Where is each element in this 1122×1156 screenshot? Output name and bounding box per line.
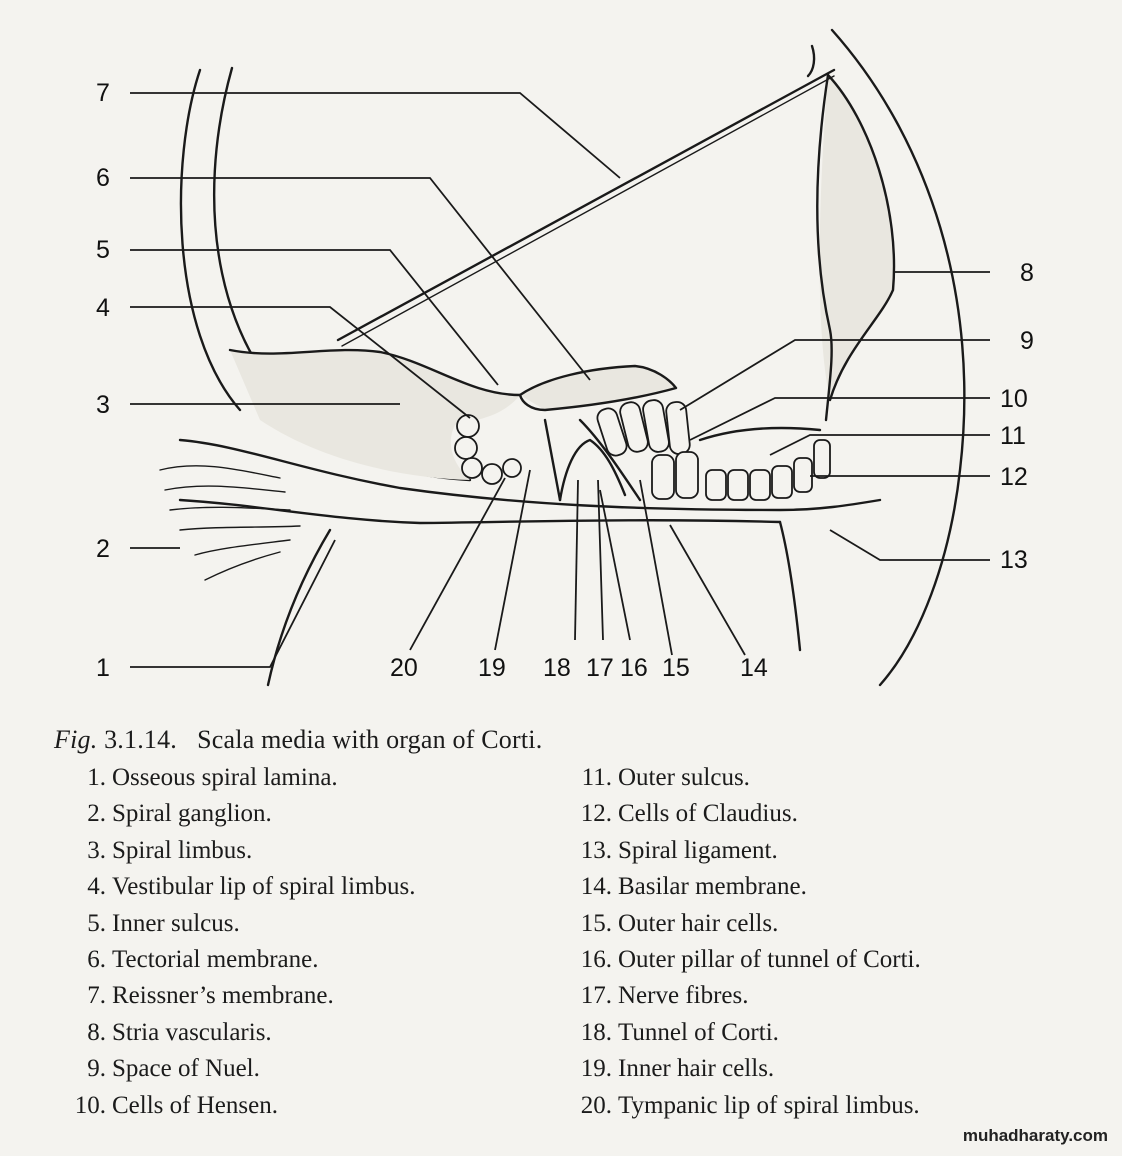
label-19: 19 <box>478 654 506 682</box>
legend-item: 10.Cells of Hensen. <box>74 1091 278 1119</box>
legend-item: 3.Spiral limbus. <box>87 836 253 864</box>
right-wall-outer <box>830 28 966 687</box>
label-13: 13 <box>1000 546 1028 574</box>
legend-item: 12.Cells of Claudius. <box>580 800 798 828</box>
legend-item: 16.Outer pillar of tunnel of Corti. <box>580 946 921 974</box>
label-15: 15 <box>662 654 690 682</box>
label-3: 3 <box>96 391 110 419</box>
right-wall-top-tick <box>806 44 816 78</box>
tectorial-membrane <box>518 364 678 412</box>
reissners-membrane <box>336 68 836 342</box>
outer-sulcus-edge <box>698 426 822 442</box>
osseous-lamina-edge <box>266 528 332 687</box>
left-wall-outer <box>179 68 242 412</box>
label-9: 9 <box>1020 327 1034 355</box>
reissners-membrane-inner <box>341 75 835 347</box>
legend-item: 11.Outer sulcus. <box>581 764 750 791</box>
label-11: 11 <box>1000 422 1026 450</box>
label-16: 16 <box>620 654 648 682</box>
label-20: 20 <box>390 654 418 682</box>
label-17: 17 <box>586 654 614 682</box>
figure-caption: Fig. 3.1.14. Scala media with organ of C… <box>54 725 542 755</box>
outer-pillar <box>578 418 642 502</box>
label-1: 1 <box>96 654 110 682</box>
legend-item: 8.Stria vascularis. <box>87 1018 272 1046</box>
inner-sulcus-cells <box>454 414 522 485</box>
stria-vascularis-edge <box>826 73 896 402</box>
label-7: 7 <box>96 79 110 107</box>
label-6: 6 <box>96 164 110 192</box>
basilar-membrane <box>178 438 882 512</box>
label-18: 18 <box>543 654 571 682</box>
legend-item: 20.Tympanic lip of spiral limbus. <box>580 1091 920 1119</box>
legend-item: 5.Inner sulcus. <box>87 909 240 937</box>
label-10: 10 <box>1000 385 1028 413</box>
spiral-limbus-shape <box>230 350 520 480</box>
legend-item: 17.Nerve fibres. <box>580 982 749 1010</box>
legend-item: 4.Vestibular lip of spiral limbus. <box>87 873 416 901</box>
label-12: 12 <box>1000 463 1028 491</box>
legend-item: 1.Osseous spiral lamina. <box>87 764 338 791</box>
legend-item: 9.Space of Nuel. <box>87 1055 260 1083</box>
stria-vascularis-inner-edge <box>816 73 833 422</box>
spiral-ganglion <box>159 465 301 581</box>
hensen-cells <box>596 399 699 500</box>
spiral-ligament-edge <box>778 520 802 652</box>
tunnel-of-corti <box>558 438 627 502</box>
caption-prefix: Fig. <box>54 725 98 754</box>
caption-title: Scala media with organ of Corti. <box>197 725 543 754</box>
label-14: 14 <box>740 654 768 682</box>
legend-right-column: 11.Outer sulcus. 12.Cells of Claudius. 1… <box>562 760 921 1124</box>
label-2: 2 <box>96 535 110 563</box>
label-4: 4 <box>96 294 110 322</box>
figure-number-labels: 7 6 5 4 3 2 1 8 9 10 11 12 13 14 15 16 1… <box>96 79 1034 682</box>
diagram-figure: 7 6 5 4 3 2 1 8 9 10 11 12 13 14 15 16 1… <box>96 28 1034 687</box>
limbus-top-edge <box>228 348 522 397</box>
claudius-cells <box>705 439 831 501</box>
legend-left-column: 1.Osseous spiral lamina. 2.Spiral gangli… <box>56 760 416 1124</box>
legend-item: 19.Inner hair cells. <box>580 1055 775 1083</box>
organ-of-corti-drawing: 7 6 5 4 3 2 1 8 9 10 11 12 13 14 15 16 1… <box>96 28 1034 687</box>
tectorial-membrane-shape <box>520 366 676 410</box>
legend-item: 7.Reissner’s membrane. <box>87 982 334 1010</box>
legend-item: 6.Tectorial membrane. <box>87 946 319 974</box>
caption-number: 3.1.14. <box>104 725 178 754</box>
label-5: 5 <box>96 236 110 264</box>
watermark: muhadharaty.com <box>962 1126 1108 1145</box>
label-8: 8 <box>1020 259 1034 287</box>
legend-item: 15.Outer hair cells. <box>580 909 779 937</box>
leader-lines <box>130 92 990 668</box>
lamina-lower-edge <box>178 498 782 525</box>
legend-item: 13.Spiral ligament. <box>580 836 778 864</box>
legend-item: 2.Spiral ganglion. <box>87 800 272 828</box>
legend-item: 14.Basilar membrane. <box>580 873 807 901</box>
legend-item: 18.Tunnel of Corti. <box>580 1018 779 1046</box>
inner-pillar <box>543 418 562 502</box>
